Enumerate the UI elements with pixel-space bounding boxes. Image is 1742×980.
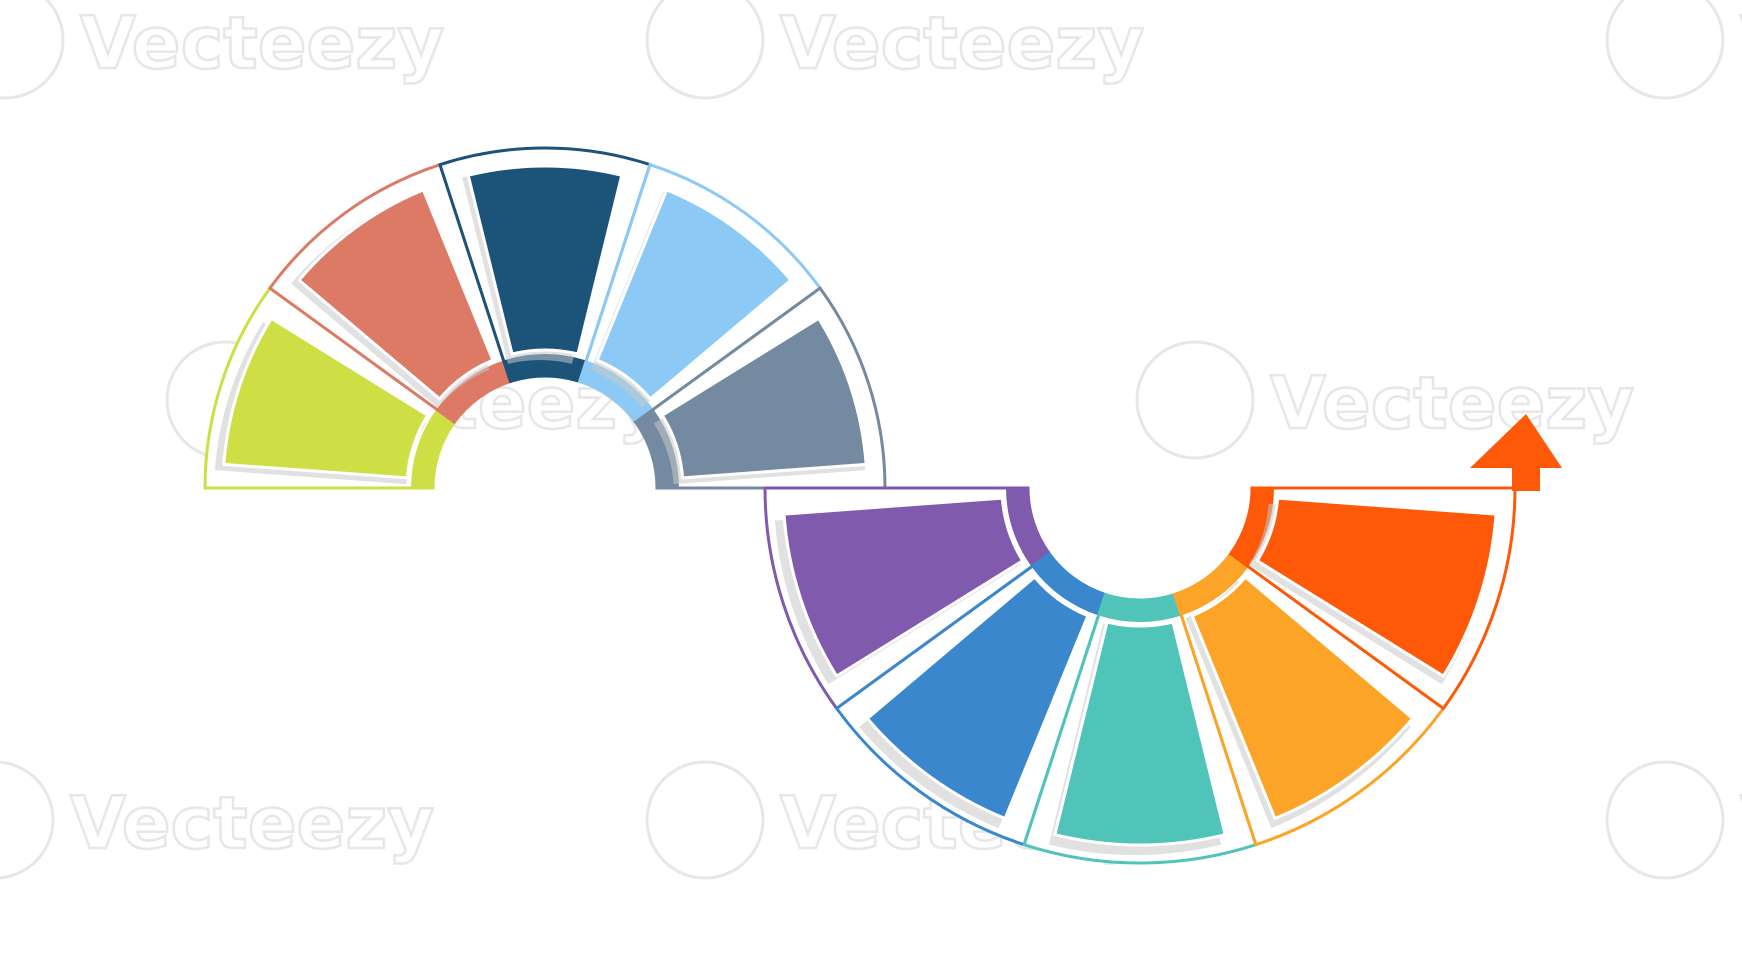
watermark-logo-icon bbox=[645, 760, 765, 880]
watermark-logo-icon bbox=[1135, 340, 1255, 460]
watermark-logo-icon bbox=[0, 0, 65, 100]
segment-amber-base bbox=[1174, 553, 1249, 616]
segment-purple-panel bbox=[782, 496, 1025, 678]
segment-orange-red-panel bbox=[1255, 496, 1498, 678]
segment-slate-base bbox=[635, 409, 679, 488]
watermark-text: Vecteezy bbox=[780, 1, 1144, 85]
arrow-up-icon bbox=[1470, 414, 1562, 491]
watermark-logo-icon bbox=[1605, 760, 1725, 880]
segment-blue-base bbox=[1031, 553, 1106, 616]
segment-slate-panel bbox=[660, 316, 868, 480]
watermark-logo-icon bbox=[0, 760, 55, 880]
lower-semicircle-arc bbox=[763, 486, 1517, 865]
segment-lime-base bbox=[411, 409, 455, 488]
segment-sky-base bbox=[579, 360, 654, 423]
upper-semicircle-arc bbox=[203, 146, 887, 490]
watermark-text: Vecteezy bbox=[1740, 781, 1742, 865]
watermark-logo-icon bbox=[1605, 0, 1725, 100]
watermark-text: Vecteezy bbox=[1270, 361, 1634, 445]
segment-salmon-panel bbox=[297, 188, 495, 401]
segment-salmon-base bbox=[436, 360, 511, 423]
watermark-logo-icon bbox=[645, 0, 765, 100]
watermark-text: Vecteezy bbox=[1740, 1, 1742, 85]
segment-purple-base bbox=[1006, 488, 1050, 567]
arrow-stem bbox=[1512, 465, 1540, 491]
segment-orange-red-base bbox=[1230, 488, 1274, 567]
segment-amber-panel bbox=[1190, 575, 1415, 821]
segment-navy-panel bbox=[466, 164, 624, 356]
segment-sky-panel bbox=[595, 188, 793, 401]
arrow-head bbox=[1470, 414, 1562, 468]
segment-blue-panel bbox=[865, 575, 1090, 821]
segment-teal-panel bbox=[1053, 620, 1227, 847]
watermark-text: Vecteezy bbox=[80, 1, 444, 85]
segment-teal-base bbox=[1098, 594, 1182, 622]
segment-lime-panel bbox=[222, 316, 430, 480]
watermark-text: Vecteezy bbox=[70, 781, 434, 865]
